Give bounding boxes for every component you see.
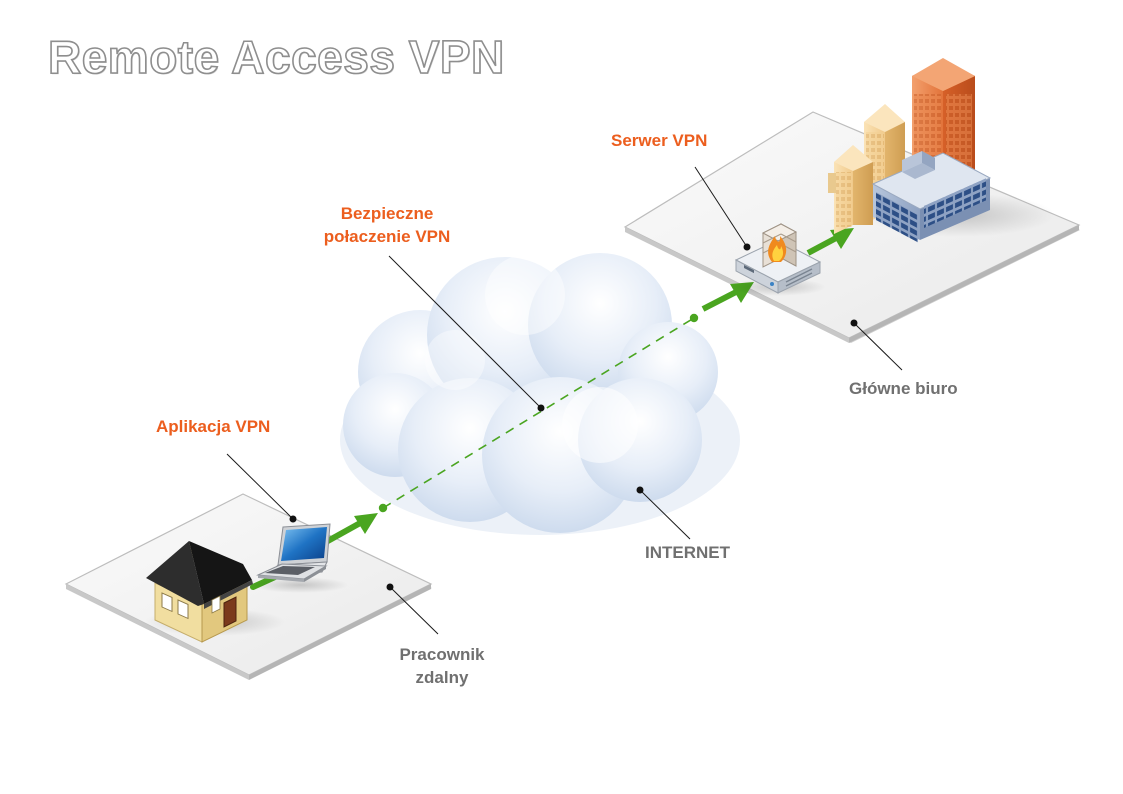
label-secure-connection: Bezpieczne połaczenie VPN bbox=[302, 202, 472, 248]
diagram-title: Remote Access VPN bbox=[47, 30, 505, 84]
callout-lines bbox=[226, 166, 903, 635]
label-internet: INTERNET bbox=[645, 543, 730, 562]
label-head-office: Główne biuro bbox=[849, 379, 958, 398]
label-secure-connection-line1: Bezpieczne bbox=[340, 204, 434, 223]
firewall-icon bbox=[761, 223, 798, 268]
label-remote-worker-line1: Pracownik bbox=[399, 645, 485, 664]
laptop-icon bbox=[252, 523, 348, 593]
label-vpn-server: Serwer VPN bbox=[611, 131, 708, 150]
label-secure-connection-line2: połaczenie VPN bbox=[323, 227, 451, 246]
label-remote-worker: Pracownik zdalny bbox=[382, 643, 502, 689]
arrow-server-to-office bbox=[806, 228, 854, 256]
label-vpn-app: Aplikacja VPN bbox=[156, 417, 271, 436]
cloud-icon bbox=[340, 253, 740, 535]
remote-site-platform bbox=[64, 493, 433, 680]
label-remote-worker-line2: zdalny bbox=[415, 668, 469, 687]
house-icon bbox=[145, 541, 285, 643]
office-buildings-icon bbox=[828, 58, 1055, 243]
secure-vpn-tunnel bbox=[378, 313, 699, 513]
arrow-laptop-to-internet bbox=[324, 513, 378, 545]
